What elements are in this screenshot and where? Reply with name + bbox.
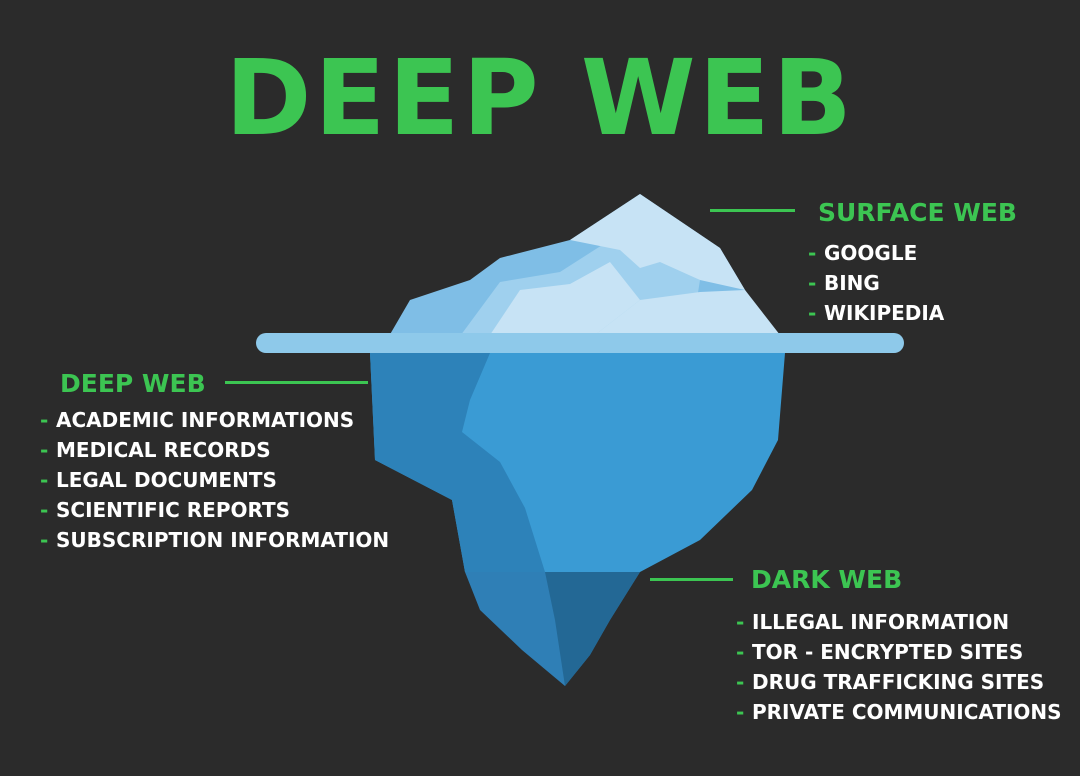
- list-item: -TOR - ENCRYPTED SITES: [736, 637, 1062, 667]
- list-item-text: MEDICAL RECORDS: [56, 438, 271, 462]
- surface-web-leader-line: [710, 209, 795, 212]
- bullet-dash: -: [40, 438, 49, 462]
- list-item-text: TOR - ENCRYPTED SITES: [752, 640, 1024, 664]
- list-item-text: LEGAL DOCUMENTS: [56, 468, 277, 492]
- list-item-text: ILLEGAL INFORMATION: [752, 610, 1010, 634]
- bullet-dash: -: [736, 670, 745, 694]
- dark-web-leader-line: [650, 578, 733, 581]
- bullet-dash: -: [808, 241, 817, 265]
- list-item-text: GOOGLE: [824, 241, 918, 265]
- bullet-dash: -: [736, 610, 745, 634]
- bullet-dash: -: [736, 700, 745, 724]
- list-item-text: ACADEMIC INFORMATIONS: [56, 408, 355, 432]
- iceberg-underwater-shade: [370, 353, 545, 572]
- list-item: -GOOGLE: [808, 238, 944, 268]
- dark-web-heading: DARK WEB: [751, 565, 903, 594]
- iceberg-top-right-facet: [595, 290, 780, 335]
- bullet-dash: -: [40, 528, 49, 552]
- list-item: -MEDICAL RECORDS: [40, 435, 389, 465]
- bullet-dash: -: [40, 498, 49, 522]
- iceberg-top-highlight: [570, 194, 745, 290]
- list-item: -SCIENTIFIC REPORTS: [40, 495, 389, 525]
- deep-web-heading: DEEP WEB: [60, 369, 206, 398]
- list-item-text: SUBSCRIPTION INFORMATION: [56, 528, 390, 552]
- water-line: [256, 333, 904, 353]
- list-item: -BING: [808, 268, 944, 298]
- deep-web-leader-line: [225, 381, 368, 384]
- bullet-dash: -: [40, 408, 49, 432]
- iceberg-top-front-facet: [490, 262, 640, 335]
- surface-web-heading: SURFACE WEB: [818, 198, 1017, 227]
- list-item: -LEGAL DOCUMENTS: [40, 465, 389, 495]
- iceberg-deep-tip-shade: [545, 572, 640, 686]
- surface-web-list: -GOOGLE -BING -WIKIPEDIA: [808, 238, 944, 328]
- bullet-dash: -: [40, 468, 49, 492]
- dark-web-list: -ILLEGAL INFORMATION -TOR - ENCRYPTED SI…: [736, 607, 1062, 727]
- list-item: -DRUG TRAFFICKING SITES: [736, 667, 1062, 697]
- deep-web-list: -ACADEMIC INFORMATIONS -MEDICAL RECORDS …: [40, 405, 389, 555]
- list-item: -ILLEGAL INFORMATION: [736, 607, 1062, 637]
- list-item: -ACADEMIC INFORMATIONS: [40, 405, 389, 435]
- list-item-text: SCIENTIFIC REPORTS: [56, 498, 291, 522]
- list-item-text: BING: [824, 271, 880, 295]
- list-item: -SUBSCRIPTION INFORMATION: [40, 525, 389, 555]
- bullet-dash: -: [736, 640, 745, 664]
- list-item: -WIKIPEDIA: [808, 298, 944, 328]
- bullet-dash: -: [808, 301, 817, 325]
- list-item: -PRIVATE COMMUNICATIONS: [736, 697, 1062, 727]
- list-item-text: PRIVATE COMMUNICATIONS: [752, 700, 1062, 724]
- bullet-dash: -: [808, 271, 817, 295]
- list-item-text: WIKIPEDIA: [824, 301, 945, 325]
- page-title: DEEP WEB: [225, 37, 855, 159]
- list-item-text: DRUG TRAFFICKING SITES: [752, 670, 1045, 694]
